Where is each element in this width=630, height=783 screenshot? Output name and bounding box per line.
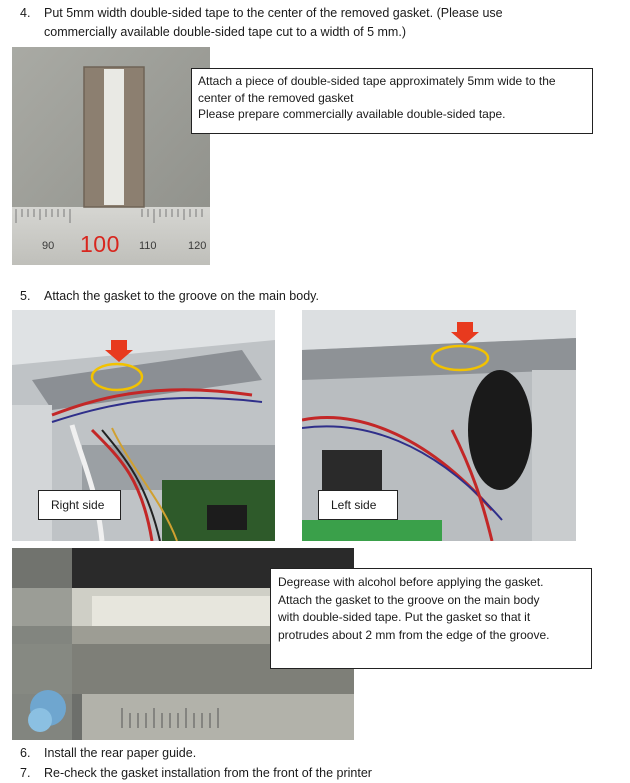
- step-text: Install the rear paper guide.: [44, 746, 197, 760]
- gasket-tape-photo: 90 100 110 120: [12, 47, 210, 265]
- step-text-line2: commercially available double-sided tape…: [44, 25, 406, 39]
- tape-callout: Attach a piece of double-sided tape appr…: [191, 68, 593, 134]
- ruler-label-90: 90: [42, 240, 55, 252]
- step-number: 5.: [20, 289, 31, 303]
- step-text: Re-check the gasket installation from th…: [44, 766, 372, 780]
- ruler-label-120: 120: [188, 240, 207, 252]
- step-number: 6.: [20, 746, 31, 760]
- left-side-label: Left side: [318, 490, 398, 520]
- right-side-label: Right side: [38, 490, 121, 520]
- step-number: 4.: [20, 6, 31, 20]
- step-text-line1: Put 5mm width double-sided tape to the c…: [44, 6, 503, 20]
- ruler-label-110: 110: [139, 240, 157, 252]
- ruler-label-100: 100: [80, 231, 120, 257]
- degrease-callout: Degrease with alcohol before applying th…: [270, 568, 592, 669]
- step-number: 7.: [20, 766, 31, 780]
- step-text: Attach the gasket to the groove on the m…: [44, 289, 319, 303]
